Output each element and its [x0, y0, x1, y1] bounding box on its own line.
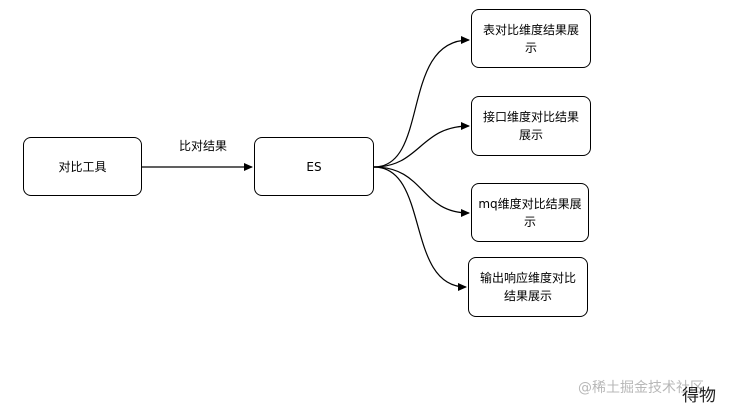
edge-label-compare-result: 比对结果 — [179, 139, 228, 153]
edge-es-to-table — [373, 36, 470, 168]
edge-es-to-response — [373, 166, 467, 291]
node-es: ES — [254, 137, 374, 196]
node-response-result: 输出响应维度对比结果展示 — [468, 257, 588, 317]
node-api-result: 接口维度对比结果展示 — [471, 96, 591, 156]
watermark-overlay: 得物 — [682, 386, 716, 406]
node-table-result: 表对比维度结果展示 — [471, 9, 591, 68]
edge-es-to-api — [373, 122, 470, 168]
node-comparison-tool: 对比工具 — [23, 137, 142, 196]
watermark: @稀土掘金技术社区 — [578, 380, 704, 396]
node-mq-result: mq维度对比结果展示 — [471, 183, 589, 242]
edge-es-to-mq — [373, 166, 470, 217]
